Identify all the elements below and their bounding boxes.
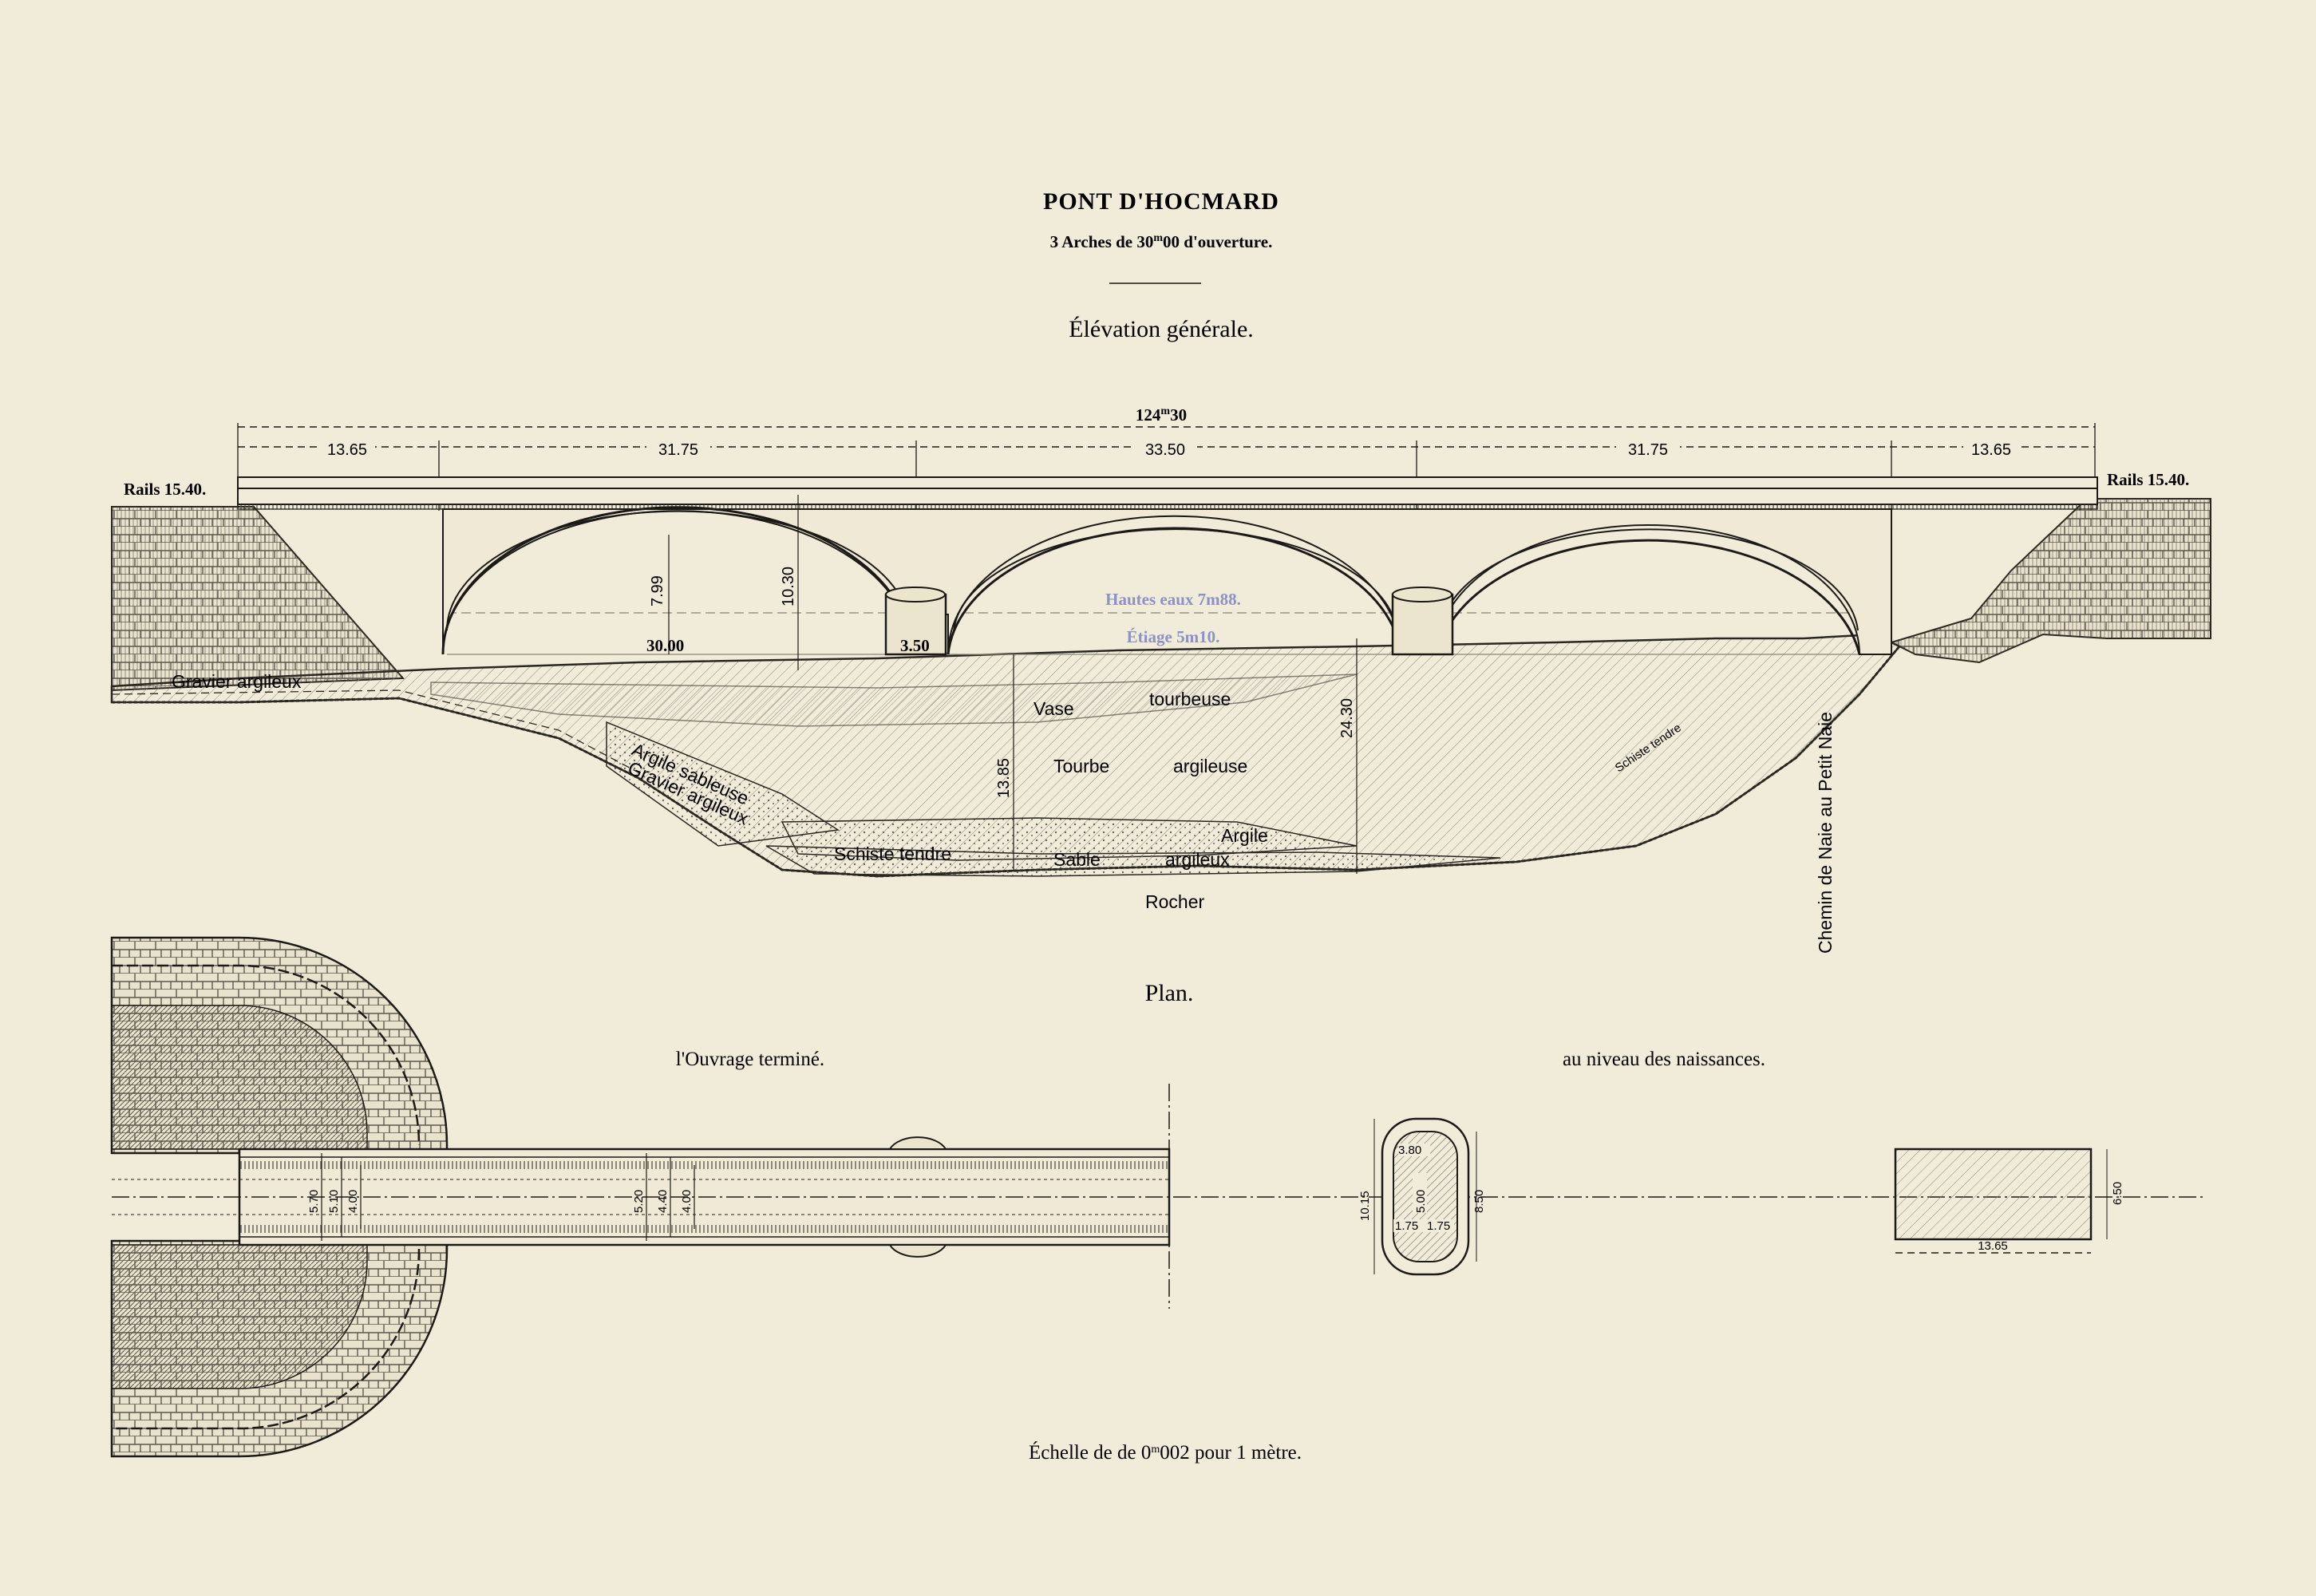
low-water-label: Étiage 5m10. — [1127, 627, 1220, 646]
elevation-heading: Élévation générale. — [1069, 316, 1254, 342]
pier-dim-8-50: 8.50 — [1472, 1190, 1486, 1213]
plan-heading: Plan. — [1145, 980, 1194, 1006]
soil-sand-label-2: argileux — [1165, 849, 1230, 870]
plan-pier-nose-bottom — [888, 1244, 947, 1258]
pier-2 — [1391, 593, 1454, 656]
span-label-2: 31.75 — [658, 441, 698, 459]
soil-shale-label: Schiste tendre — [834, 843, 951, 864]
plan-abut-dim-1: 5.70 — [307, 1190, 321, 1213]
plan-abut-dim-2: 5.10 — [327, 1190, 341, 1213]
depth-label-2: 24.30 — [1338, 698, 1356, 738]
soil-peat-label-1: Tourbe — [1053, 756, 1109, 776]
soil-gravel-label: Gravier argileux — [172, 671, 302, 692]
soil-rock-label: Rocher — [1145, 891, 1204, 912]
plan-pier-nose-top — [888, 1136, 947, 1150]
pier-dim-1-75b: 1.75 — [1427, 1219, 1450, 1233]
sandy-clay-layer — [606, 721, 840, 847]
finished-work-label: l'Ouvrage terminé. — [676, 1049, 824, 1070]
road-label: Chemin de Naie au Petit Naie — [1815, 712, 1836, 954]
plan-dentil-top — [239, 1161, 1169, 1169]
pier-dim-5-00: 5.00 — [1414, 1190, 1428, 1213]
gravel-boundary — [111, 689, 639, 773]
pier-dim-1-75a: 1.75 — [1395, 1219, 1418, 1233]
plan-abutment-section — [1894, 1148, 2093, 1241]
arch-1-extrados — [446, 510, 911, 631]
parapet — [237, 488, 2098, 505]
arch-2-intrados — [947, 527, 1402, 655]
soil-peat-label-2: argileuse — [1173, 756, 1247, 776]
rock-boundary — [112, 646, 1901, 878]
high-water-label: Hautes eaux 7m88. — [1105, 590, 1241, 609]
plan-wing-top-edge — [112, 964, 421, 1146]
arch-span-label: 30.00 — [646, 636, 684, 655]
soil-sand-label-1: Sable — [1053, 849, 1101, 870]
arch-3-intrados — [1435, 539, 1861, 655]
plan-wing-bottom-fan — [111, 1244, 368, 1389]
soil-clay-label: Argile — [1221, 825, 1268, 846]
mud-layer — [430, 674, 1358, 727]
page-subtitle: 3 Arches de 30m00 d'ouverture. — [1050, 232, 1273, 251]
plan-deck-dim-3: 4.00 — [680, 1190, 694, 1213]
plan-dentil-bottom — [239, 1225, 1169, 1233]
springing-level-label: au niveau des naissances. — [1563, 1049, 1765, 1070]
plan-wing-top-fan — [111, 1005, 368, 1150]
page-title: PONT D'HOCMARD — [1043, 188, 1279, 215]
abutment-length-label: 13.65 — [1978, 1239, 2008, 1253]
plan-deck-dim-2: 4.40 — [656, 1190, 670, 1213]
rail-deck — [237, 476, 2098, 489]
plan-abut-dim-3: 4.00 — [346, 1190, 360, 1213]
plan-wing-bottom-edge — [112, 1248, 421, 1430]
depth-label-1: 13.85 — [995, 758, 1013, 798]
scale-label: Échelle de de 0m002 pour 1 mètre. — [1029, 1441, 1302, 1464]
pier-dim-10-15: 10.15 — [1358, 1191, 1372, 1221]
total-length-label: 124m30 — [1136, 405, 1187, 425]
rails-level-left: Rails 15.40. — [124, 480, 206, 499]
rails-level-right: Rails 15.40. — [2107, 470, 2189, 489]
abutment-width-label: 6.50 — [2111, 1182, 2124, 1205]
arch-3-extrados — [1440, 528, 1859, 631]
pier-1-cap — [885, 587, 946, 602]
soil-mud-label-1: Vase — [1034, 698, 1074, 719]
arch-2-extrados — [953, 528, 1397, 631]
arch-1-intrados — [441, 506, 914, 655]
arch-height-2: 10.30 — [780, 567, 797, 606]
pier-dim-3-80: 3.80 — [1398, 1144, 1421, 1157]
span-label-5: 13.65 — [1971, 441, 2011, 459]
plan-dim-lines — [321, 1153, 695, 1241]
span-label-3: 33.50 — [1145, 441, 1185, 459]
pier-2-cap — [1392, 587, 1452, 602]
plan-deck-dim-1: 5.20 — [632, 1190, 646, 1213]
span-label-4: 31.75 — [1628, 441, 1668, 459]
arch-height-1: 7.99 — [649, 575, 666, 606]
soil-mud-label-2: tourbeuse — [1149, 689, 1231, 709]
span-label-1: 13.65 — [327, 441, 367, 459]
pier-width-label: 3.50 — [900, 636, 930, 655]
